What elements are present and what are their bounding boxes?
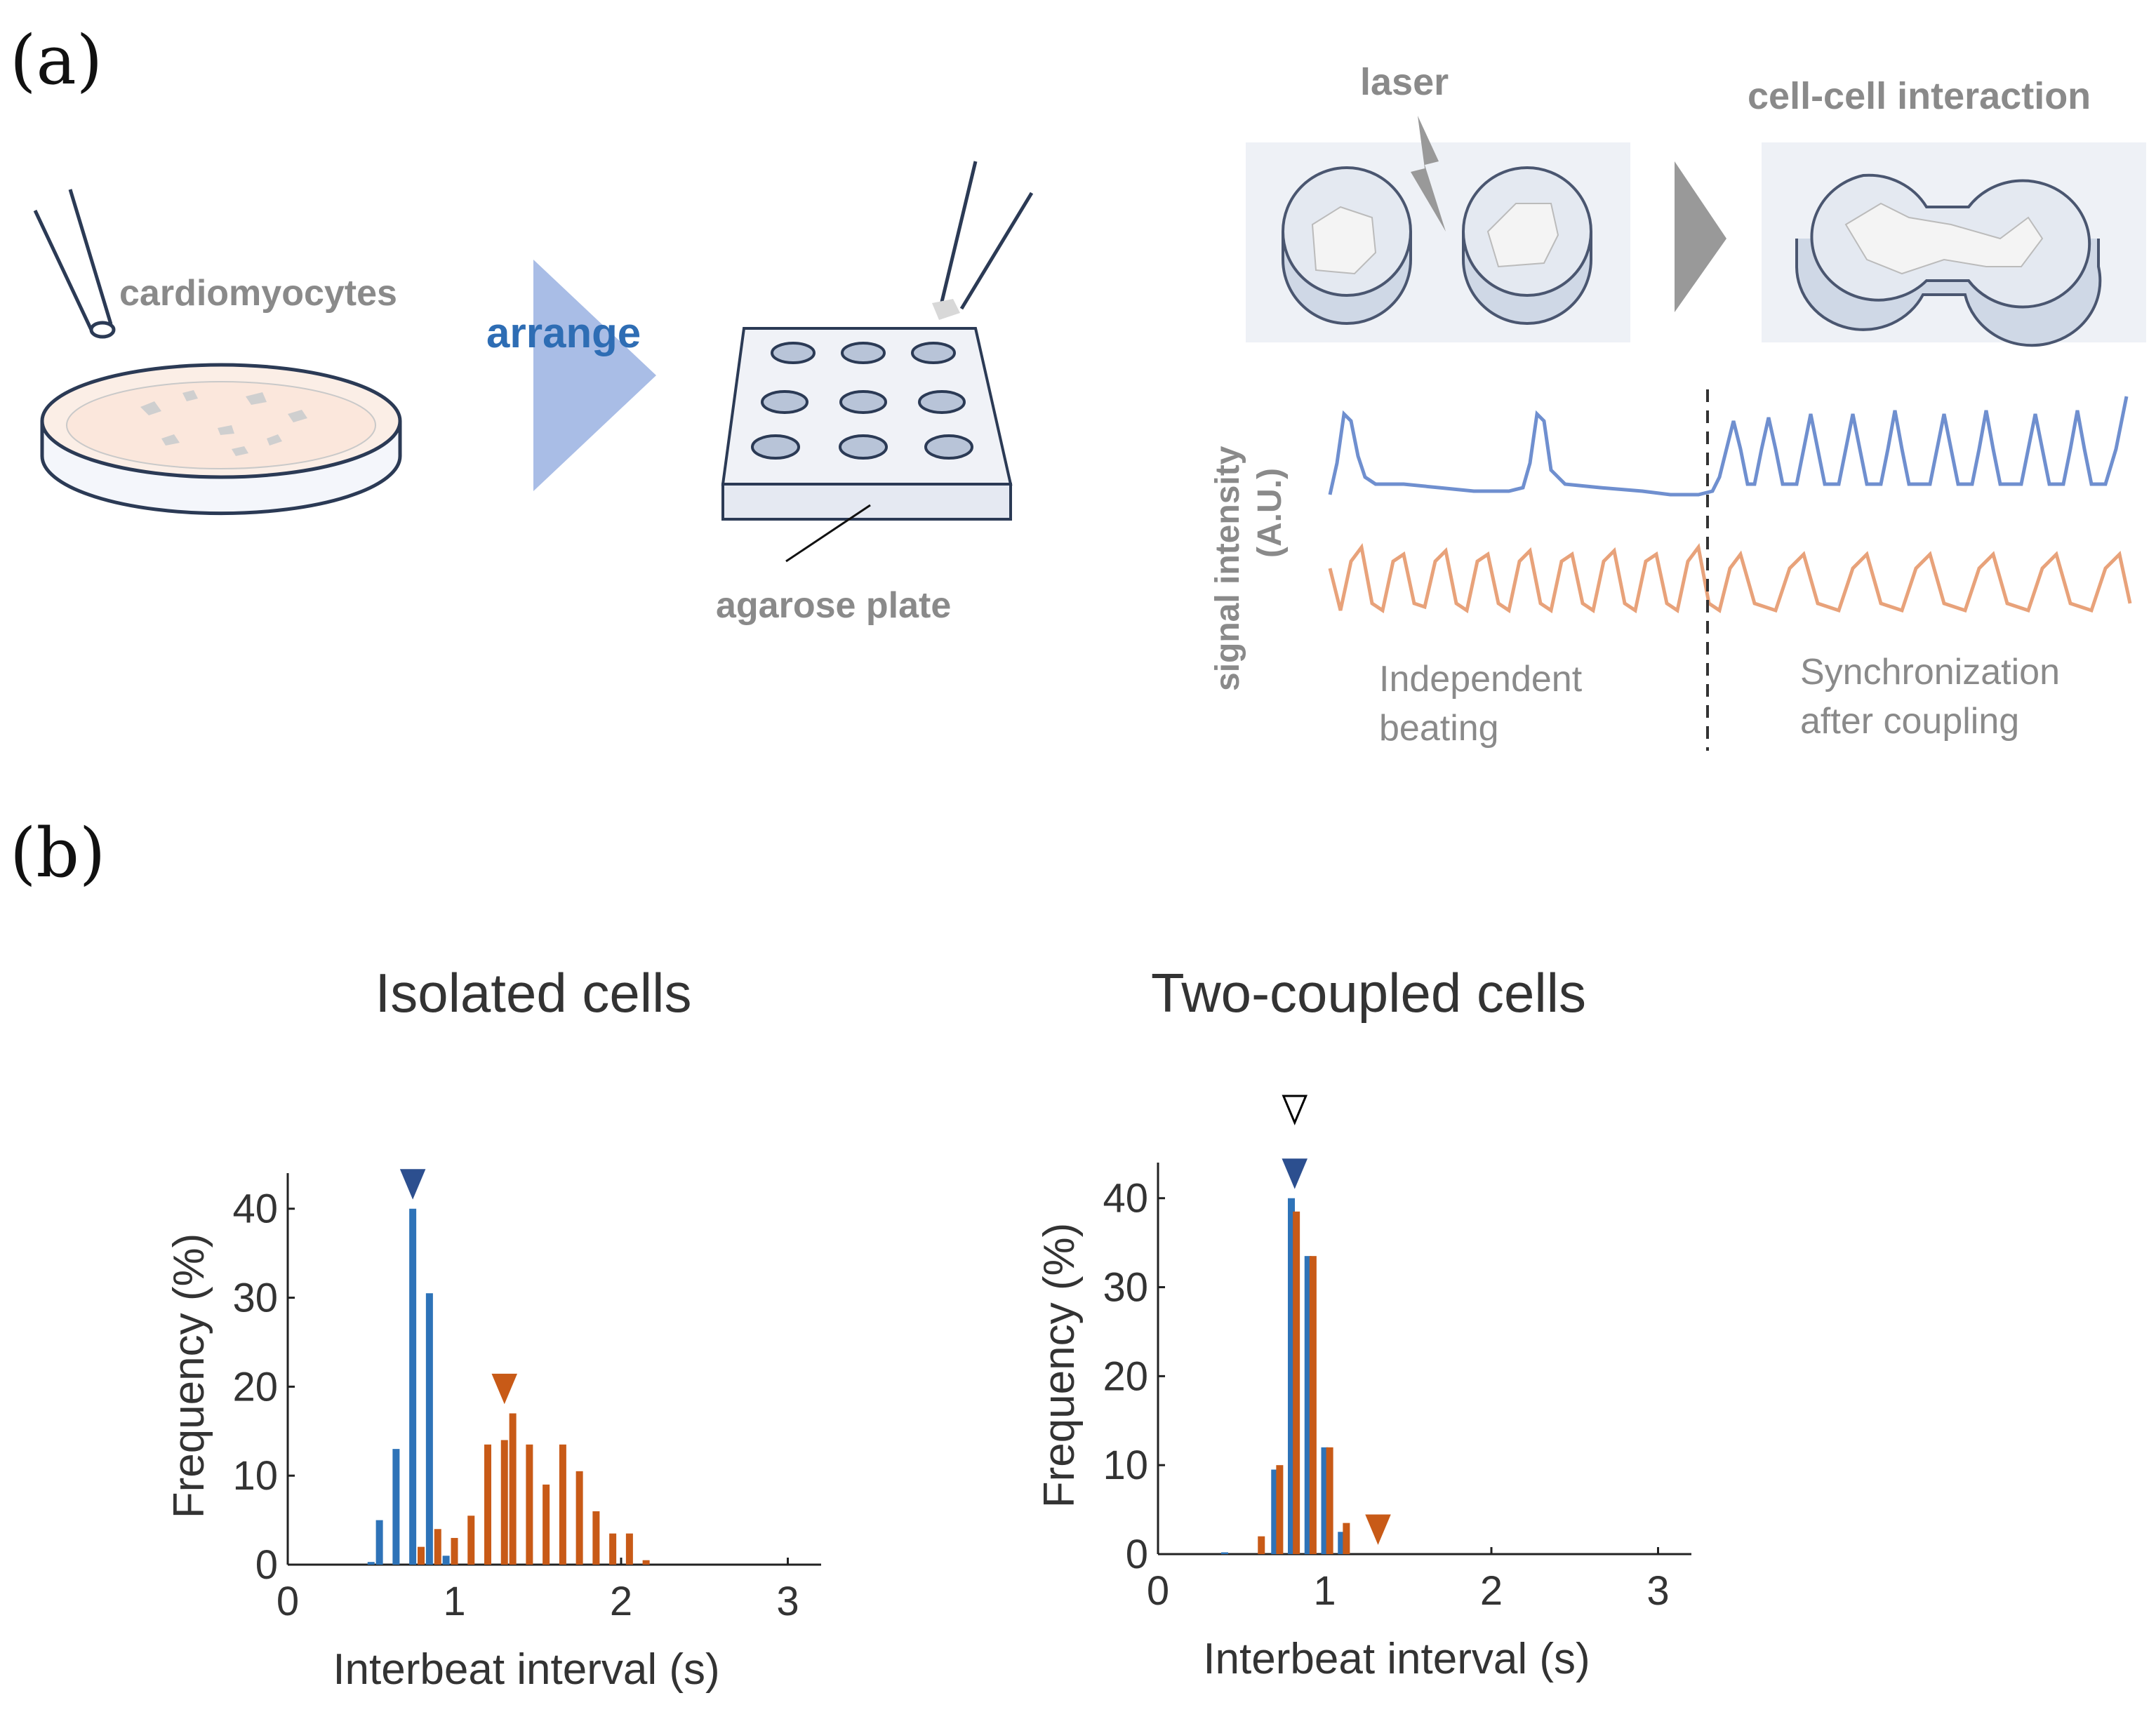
petri-dish-icon	[40, 363, 402, 516]
y-tick-label: 10	[232, 1453, 278, 1499]
x-tick-label: 1	[1313, 1568, 1336, 1614]
svg-text:signal intensity: signal intensity	[1209, 446, 1246, 691]
x-tick-label: 0	[1147, 1568, 1169, 1614]
bar	[1309, 1256, 1317, 1554]
pipette-icon	[33, 189, 116, 339]
bar	[609, 1533, 617, 1565]
x-tick-label: 0	[277, 1579, 299, 1624]
agarose-plate-icon	[721, 327, 1013, 521]
bar	[642, 1560, 650, 1565]
bar	[592, 1511, 600, 1565]
mean-marker	[1282, 1095, 1308, 1125]
cardiomyocytes-label: cardiomyocytes	[119, 273, 397, 314]
laser-label: laser	[1360, 61, 1449, 103]
svg-text:(A.U.): (A.U.)	[1251, 468, 1289, 558]
bar	[509, 1413, 517, 1565]
cell-cell-label: cell-cell interaction	[1748, 75, 2091, 117]
bar	[367, 1562, 375, 1565]
x-axis-label: Interbeat interval (s)	[1203, 1635, 1590, 1683]
agarose-plate-label: agarose plate	[716, 585, 951, 626]
bar	[1343, 1523, 1350, 1554]
bar	[1304, 1256, 1312, 1554]
bar	[409, 1208, 417, 1565]
y-axis-label: Frequency (%)	[165, 1233, 213, 1519]
bar	[526, 1444, 533, 1565]
x-tick-label: 2	[1480, 1568, 1503, 1614]
x-tick-label: 1	[443, 1579, 465, 1624]
y-tick-label: 10	[1103, 1443, 1148, 1488]
bar	[451, 1537, 458, 1565]
bar	[442, 1556, 450, 1565]
blue-signal-trace	[1328, 396, 2129, 497]
bar	[1293, 1211, 1300, 1554]
bar	[559, 1444, 566, 1565]
y-tick-label: 30	[232, 1276, 278, 1321]
chart-1-title: Isolated cells	[375, 962, 692, 1024]
arrange-label: arrange	[486, 309, 641, 356]
bar	[543, 1484, 550, 1565]
y-tick-label: 0	[1126, 1532, 1148, 1577]
bar	[1221, 1552, 1228, 1554]
mean-marker	[1282, 1158, 1308, 1189]
bar	[484, 1444, 491, 1565]
bar	[625, 1533, 633, 1565]
coupling-arrow	[1675, 161, 1726, 312]
bar	[575, 1471, 583, 1565]
arrange-arrow	[533, 260, 656, 491]
y-axis-label: Frequency (%)	[1035, 1223, 1084, 1509]
independent-label-1: Independent	[1379, 659, 1583, 700]
sync-label-2: after coupling	[1800, 701, 2019, 742]
bar	[1338, 1532, 1345, 1554]
panel-a-label: (a)	[10, 21, 103, 100]
bar	[392, 1449, 400, 1565]
y-tick-label: 0	[255, 1542, 278, 1588]
y-tick-label: 40	[1103, 1176, 1148, 1222]
bar	[1321, 1447, 1329, 1554]
sync-label-1: Synchronization	[1800, 652, 2060, 693]
y-tick-label: 20	[1103, 1353, 1148, 1399]
y-tick-label: 30	[1103, 1265, 1148, 1311]
cell-piece	[932, 299, 960, 320]
orange-signal-trace	[1328, 542, 2132, 614]
bar	[418, 1546, 425, 1565]
x-tick-label: 3	[776, 1579, 799, 1624]
separate-wells-icon	[1282, 166, 1592, 325]
chart-2-title: Two-coupled cells	[1151, 962, 1586, 1024]
bar	[500, 1440, 508, 1565]
mean-marker	[399, 1169, 426, 1200]
independent-label-2: beating	[1379, 708, 1499, 749]
bar	[1288, 1198, 1295, 1554]
bar	[1258, 1536, 1265, 1554]
x-axis-label: Interbeat interval (s)	[333, 1645, 719, 1694]
mean-marker	[491, 1373, 518, 1405]
x-tick-label: 3	[1646, 1568, 1669, 1614]
y-tick-label: 40	[232, 1186, 278, 1232]
bar	[434, 1529, 441, 1565]
bar	[1276, 1465, 1284, 1554]
bar	[1271, 1469, 1279, 1554]
panel-b-label: (b)	[10, 814, 106, 892]
signal-y-label: signal intensity (A.U.)	[1209, 446, 1289, 691]
x-tick-label: 2	[610, 1579, 632, 1624]
bar	[467, 1516, 475, 1565]
panel-a-illustration: cardiomyocytes arrange agarose plate	[33, 61, 2146, 751]
laser-bolt-icon	[1411, 116, 1446, 232]
bar	[425, 1293, 433, 1565]
y-tick-label: 20	[232, 1364, 278, 1410]
bar	[1326, 1447, 1333, 1554]
bar	[375, 1520, 383, 1565]
coupled-wells-icon	[1795, 173, 2102, 347]
mean-marker	[1365, 1514, 1391, 1545]
tweezers-icon	[940, 161, 1034, 310]
